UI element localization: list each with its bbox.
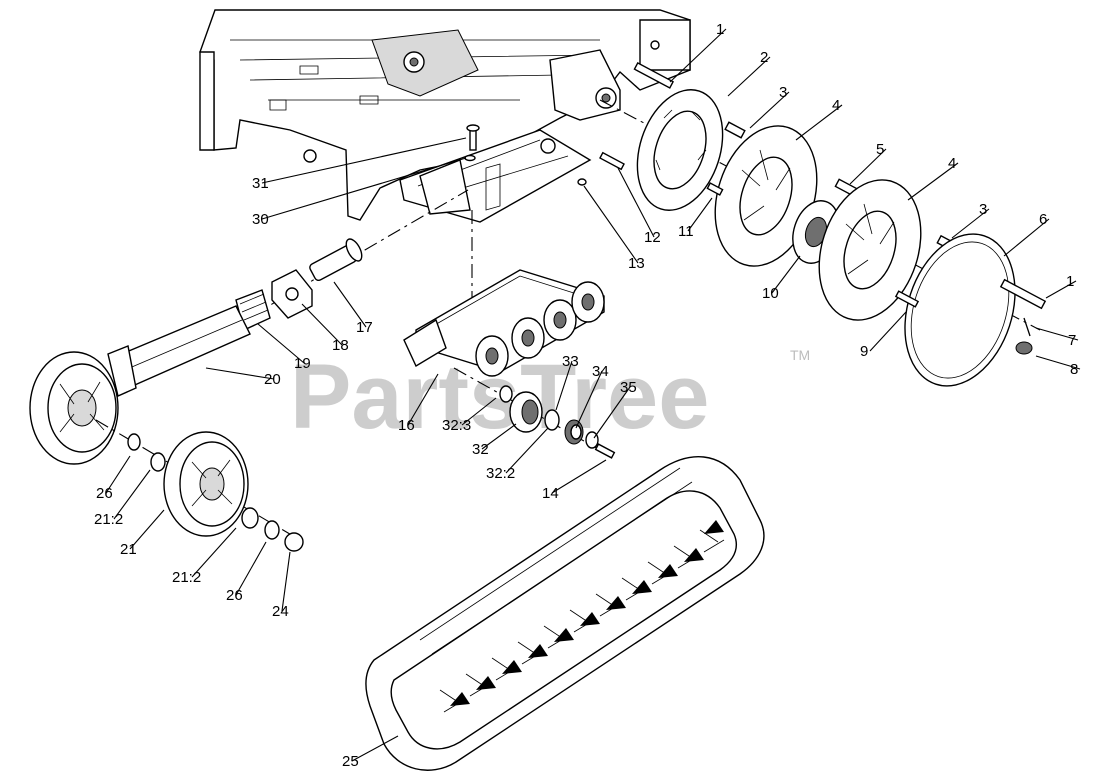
callout-leader-c4a bbox=[795, 104, 843, 141]
callout-label-c13[interactable]: 13 bbox=[628, 255, 645, 272]
callout-label-c21[interactable]: 21 bbox=[120, 541, 137, 558]
callout-label-c1a[interactable]: 1 bbox=[716, 21, 724, 38]
callout-leader-c5 bbox=[849, 148, 887, 185]
callout-label-c1b[interactable]: 1 bbox=[1066, 273, 1074, 290]
callout-leader-c3a bbox=[749, 91, 790, 129]
callout-label-c9[interactable]: 9 bbox=[860, 343, 868, 360]
callout-leader-c1a bbox=[669, 28, 727, 83]
callout-label-c7[interactable]: 7 bbox=[1068, 332, 1076, 349]
callout-label-c20[interactable]: 20 bbox=[264, 371, 281, 388]
callout-label-c17[interactable]: 17 bbox=[356, 319, 373, 336]
callout-label-c323[interactable]: 32:3 bbox=[442, 417, 471, 434]
callout-leader-c8 bbox=[1035, 355, 1081, 370]
callout-leader-c25 bbox=[351, 735, 399, 762]
callout-leader-c33 bbox=[555, 360, 573, 411]
callout-label-c18[interactable]: 18 bbox=[332, 337, 349, 354]
callout-label-c35[interactable]: 35 bbox=[620, 379, 637, 396]
callout-label-c31[interactable]: 31 bbox=[252, 175, 269, 192]
callout-label-c12[interactable]: 12 bbox=[644, 229, 661, 246]
callout-leader-c4b bbox=[907, 162, 959, 201]
callout-leader-c7 bbox=[1035, 327, 1079, 341]
callout-label-c5[interactable]: 5 bbox=[876, 141, 884, 158]
callout-label-c6[interactable]: 6 bbox=[1039, 211, 1047, 228]
callout-label-c34[interactable]: 34 bbox=[592, 363, 609, 380]
track-tensioner-assembly bbox=[29, 238, 363, 552]
callout-label-c4a[interactable]: 4 bbox=[832, 97, 840, 114]
callout-leader-c323 bbox=[461, 397, 497, 426]
callout-label-c19[interactable]: 19 bbox=[294, 355, 311, 372]
callout-label-c3a[interactable]: 3 bbox=[779, 84, 787, 101]
callout-leader-c31 bbox=[261, 137, 467, 184]
callout-leader-c26a bbox=[105, 455, 131, 494]
callout-leader-c3b bbox=[951, 208, 990, 239]
callout-label-c14[interactable]: 14 bbox=[542, 485, 559, 502]
callout-leader-c35 bbox=[593, 386, 631, 439]
callout-leader-c12 bbox=[617, 167, 655, 238]
bogie-roller-assembly bbox=[403, 269, 616, 459]
callout-leader-c11 bbox=[687, 197, 713, 232]
drive-sprocket-assembly bbox=[577, 62, 1047, 387]
callout-leader-c14 bbox=[551, 459, 607, 494]
callout-leader-c21 bbox=[129, 509, 165, 550]
callout-leader-c6 bbox=[1003, 218, 1050, 257]
callout-label-c26b[interactable]: 26 bbox=[226, 587, 243, 604]
callout-label-c212b[interactable]: 21:2 bbox=[172, 569, 201, 586]
callout-leader-c18 bbox=[301, 303, 343, 346]
callout-label-c25[interactable]: 25 bbox=[342, 753, 359, 770]
callout-label-c11[interactable]: 11 bbox=[678, 223, 694, 240]
callout-leader-c9 bbox=[869, 311, 907, 352]
callout-leader-c32 bbox=[481, 423, 517, 450]
chassis-frame bbox=[199, 9, 691, 223]
callout-leader-c20 bbox=[205, 367, 275, 380]
callout-label-c3b[interactable]: 3 bbox=[979, 201, 987, 218]
callout-label-c10[interactable]: 10 bbox=[762, 285, 779, 302]
callout-leader-c26b bbox=[235, 541, 267, 596]
callout-label-c2[interactable]: 2 bbox=[760, 49, 768, 66]
rubber-track bbox=[365, 456, 765, 771]
callout-label-c212a[interactable]: 21:2 bbox=[94, 511, 123, 528]
callout-leader-c10 bbox=[771, 255, 801, 294]
callout-label-c24[interactable]: 24 bbox=[272, 603, 289, 620]
callout-leader-c212b bbox=[191, 527, 237, 578]
callout-leader-c19 bbox=[257, 323, 305, 364]
callout-label-c32[interactable]: 32 bbox=[472, 441, 489, 458]
callout-label-c8[interactable]: 8 bbox=[1070, 361, 1078, 378]
callout-label-c16[interactable]: 16 bbox=[398, 417, 415, 434]
callout-leader-c17 bbox=[333, 281, 367, 328]
callout-leader-c322 bbox=[505, 427, 549, 474]
callout-leader-c16 bbox=[407, 373, 439, 426]
callout-label-c33[interactable]: 33 bbox=[562, 353, 579, 370]
callout-leader-c212a bbox=[113, 469, 151, 520]
callout-label-c322[interactable]: 32:2 bbox=[486, 465, 515, 482]
watermark-trademark: TM bbox=[790, 347, 810, 363]
callout-leader-c1b bbox=[1045, 280, 1077, 299]
callout-leader-c13 bbox=[583, 185, 639, 264]
callout-label-c30[interactable]: 30 bbox=[252, 211, 269, 228]
callout-label-c26a[interactable]: 26 bbox=[96, 485, 113, 502]
bolt-and-washer bbox=[464, 124, 480, 320]
callout-leader-c30 bbox=[261, 157, 467, 220]
callout-leader-c34 bbox=[575, 370, 603, 429]
callout-leader-c24 bbox=[281, 551, 291, 612]
callout-leader-c2 bbox=[727, 56, 771, 97]
callout-label-c4b[interactable]: 4 bbox=[948, 155, 956, 172]
